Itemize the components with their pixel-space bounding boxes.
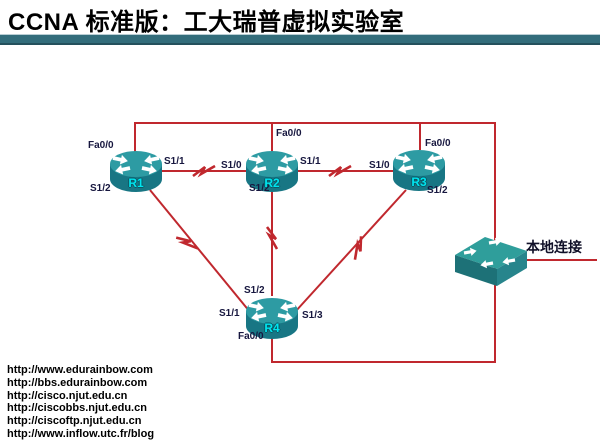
iface-label-r1-fa00: Fa0/0 [88, 140, 114, 151]
footer-url-link[interactable]: http://ciscoftp.njut.edu.cn [7, 415, 142, 428]
iface-label-r2-s11: S1/1 [300, 156, 321, 167]
footer-url-link[interactable]: http://www.edurainbow.com [7, 364, 153, 376]
local-connection-label: 本地连接 [526, 239, 582, 255]
footer-url-link[interactable]: http://www.inflow.utc.fr/blog [7, 427, 155, 440]
iface-label-r4-s13: S1/3 [302, 310, 323, 321]
iface-label-r3-fa00: Fa0/0 [425, 138, 451, 149]
footer-url-link[interactable]: http://cisco.njut.edu.cn [7, 389, 128, 402]
serial-link-r3-r4 [294, 189, 407, 313]
switch-icon-local-connection[interactable] [455, 237, 527, 286]
router-name-r3: R3 [411, 175, 427, 189]
serial-link-r1-r4 [149, 189, 251, 313]
iface-label-r3-s10: S1/0 [369, 160, 390, 171]
iface-label-r1-s11: S1/1 [164, 156, 185, 167]
iface-label-r4-s12: S1/2 [244, 285, 265, 296]
footer-url-link[interactable]: http://bbs.edurainbow.com [7, 376, 148, 389]
iface-label-r3-s12: S1/2 [427, 185, 448, 196]
footer-url-link[interactable]: http://ciscobbs.njut.edu.cn [7, 402, 147, 415]
iface-label-r4-s11: S1/1 [219, 308, 240, 319]
iface-label-r2-s12: S1/2 [249, 183, 270, 194]
router-name-r4: R4 [264, 321, 280, 335]
footer-url-list: http://www.edurainbow.com http://bbs.edu… [7, 364, 154, 441]
iface-label-r2-s10: S1/0 [221, 160, 242, 171]
page-title: CCNA 标准版：工大瑞普虚拟实验室 [8, 9, 405, 36]
iface-label-r2-fa00: Fa0/0 [276, 128, 302, 139]
iface-label-r1-s12: S1/2 [90, 183, 111, 194]
title-divider-bar [0, 34, 600, 45]
iface-label-r4-fa00: Fa0/0 [238, 331, 264, 342]
lightning-icon [345, 235, 371, 261]
router-name-r2: R2 [264, 176, 280, 190]
router-name-r1: R1 [128, 176, 144, 190]
